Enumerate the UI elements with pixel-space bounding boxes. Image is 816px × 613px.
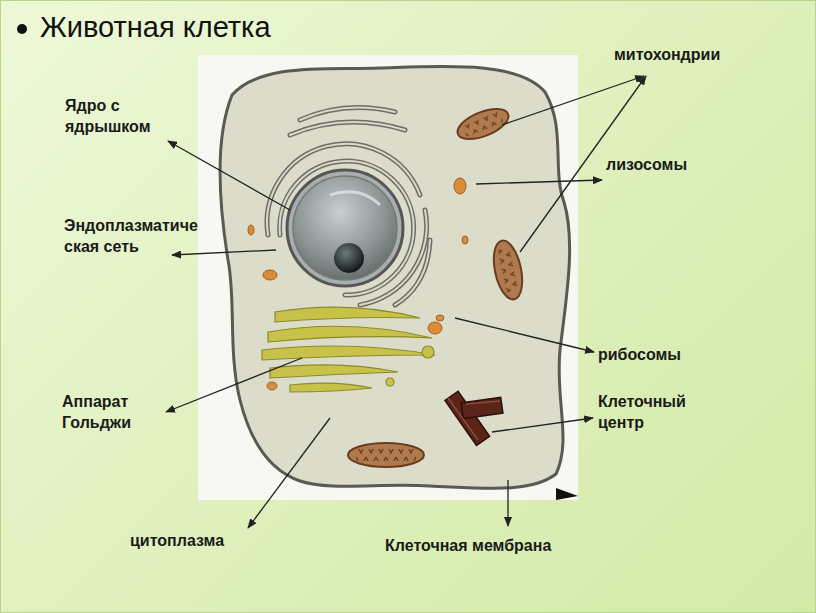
nucleus <box>287 170 403 286</box>
mitochondria <box>348 103 527 467</box>
part-label: лизосомы <box>606 154 687 175</box>
centrioles <box>445 391 503 445</box>
endoplasmic-reticulum <box>267 108 430 306</box>
golgi-apparatus <box>262 307 435 392</box>
part-label: Ядро с ядрышком <box>65 95 177 137</box>
title: Животная клетка <box>40 11 271 44</box>
cell-membrane <box>220 66 569 488</box>
part-label: Эндоплазматиче ская сеть <box>64 215 190 257</box>
nucleolus <box>334 243 364 273</box>
part-label: рибосомы <box>598 344 681 365</box>
lysosomes <box>248 178 468 390</box>
part-label: митохондрии <box>614 44 720 65</box>
part-label: Клеточный центр <box>598 391 708 433</box>
part-label: цитоплазма <box>130 530 224 551</box>
corner-mark <box>556 488 578 500</box>
part-label: Аппарат Гольджи <box>62 391 154 433</box>
part-label: Клеточная мембрана <box>385 535 551 556</box>
bullet <box>17 24 27 34</box>
image-ground <box>198 55 578 500</box>
leader-lines <box>166 76 646 528</box>
